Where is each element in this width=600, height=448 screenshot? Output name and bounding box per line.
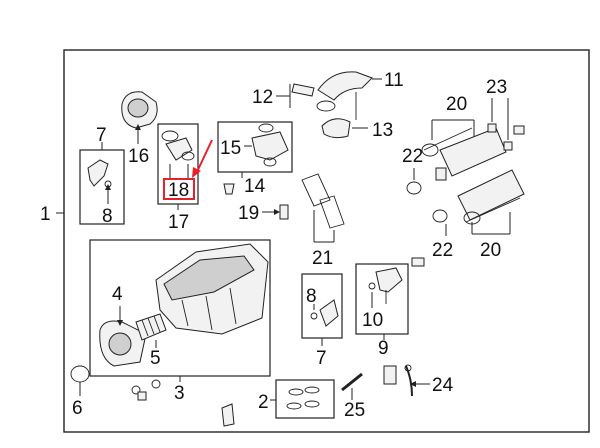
sensor-10-part xyxy=(375,267,403,293)
callout-23: 23 xyxy=(486,77,507,98)
tube-top-part xyxy=(423,127,473,151)
callout-5: 5 xyxy=(150,348,161,369)
callout-3: 3 xyxy=(174,383,185,404)
washer-a xyxy=(131,385,141,395)
callout-22-top: 22 xyxy=(402,146,423,167)
arrow-19 xyxy=(274,209,280,215)
callout-14: 14 xyxy=(244,176,266,197)
hook-part xyxy=(405,365,413,397)
callout-10: 10 xyxy=(362,310,383,331)
cap-13-part xyxy=(321,118,351,139)
callout-11: 11 xyxy=(384,70,404,91)
oring-15a xyxy=(258,123,274,133)
gasket-12a xyxy=(291,83,315,97)
highlight-box-18 xyxy=(163,178,195,200)
supercharger-top xyxy=(163,255,255,301)
pulley-4-hub xyxy=(108,332,132,356)
cylinder-part xyxy=(383,365,397,385)
tool-25-part xyxy=(341,372,363,392)
arrow-16 xyxy=(135,124,141,130)
seal-2a xyxy=(288,388,304,396)
gasket-21b xyxy=(319,195,345,229)
callout-12: 12 xyxy=(252,87,273,108)
callout-17: 17 xyxy=(168,212,189,233)
tube-bottom-part xyxy=(465,197,521,223)
oring-10-part xyxy=(368,282,376,290)
gasket-18b xyxy=(165,137,193,161)
coupler-5-ribs xyxy=(141,315,161,337)
seal-2c xyxy=(286,402,302,410)
arrow-4 xyxy=(117,320,123,326)
callout-4: 4 xyxy=(112,284,123,305)
plug-b xyxy=(221,403,235,427)
gasket-21a xyxy=(301,173,331,207)
box-15 xyxy=(217,121,293,173)
callout-1: 1 xyxy=(40,204,51,225)
oring-6-part xyxy=(70,365,90,383)
oring-15b xyxy=(263,157,277,167)
intercooler-bottom-part xyxy=(457,169,525,221)
callout-24: 24 xyxy=(432,375,454,396)
bolt-23c xyxy=(513,125,525,135)
throttle-body-bore xyxy=(127,98,149,118)
oring-22-bottom xyxy=(432,209,448,223)
intercooler-top-part xyxy=(439,127,507,177)
callout-18: 18 xyxy=(168,180,189,201)
washer-b xyxy=(151,379,161,389)
plug-14-part xyxy=(223,183,235,195)
tube-top-end xyxy=(421,143,439,157)
fitting-bottom xyxy=(435,167,447,181)
arrow-8-left xyxy=(105,184,111,190)
callout-2: 2 xyxy=(258,392,269,413)
arrow-24 xyxy=(410,381,416,387)
bolt-23b xyxy=(503,141,513,151)
bolt-23a xyxy=(487,123,497,133)
gasket-18a xyxy=(161,130,179,142)
box-2 xyxy=(275,379,335,419)
valve-15-part xyxy=(251,131,289,161)
callout-25: 25 xyxy=(344,400,365,421)
callout-8-right: 8 xyxy=(306,286,317,307)
callout-19: 19 xyxy=(238,203,259,224)
bolt-lower-right xyxy=(411,257,425,267)
callout-22-bottom: 22 xyxy=(432,240,453,261)
highlight-arrow-line xyxy=(195,139,213,175)
bolt-19-part xyxy=(279,204,289,220)
oring-right-part xyxy=(310,312,318,320)
plug-a xyxy=(137,391,147,401)
gasket-18c xyxy=(181,151,195,161)
callout-6: 6 xyxy=(72,398,83,419)
sensor-right-part xyxy=(319,299,339,327)
callout-7-left: 7 xyxy=(96,125,107,146)
highlight-arrow-head xyxy=(192,167,201,178)
main-frame xyxy=(63,49,590,433)
callout-16: 16 xyxy=(128,146,149,167)
callout-15: 15 xyxy=(220,138,241,159)
callout-13: 13 xyxy=(372,120,393,141)
callout-7-right: 7 xyxy=(316,348,327,369)
callout-9: 9 xyxy=(378,338,389,359)
seal-2b xyxy=(304,386,320,394)
oring-22-top xyxy=(406,181,422,195)
callout-8-left: 8 xyxy=(102,206,113,227)
sensor-left-part xyxy=(87,159,109,187)
hook-eye xyxy=(404,364,412,372)
callout-20-top: 20 xyxy=(446,94,467,115)
supercharger-ribs xyxy=(181,287,237,331)
seal-2d xyxy=(304,400,320,408)
pipe-11-part xyxy=(317,71,373,101)
box-9 xyxy=(355,263,409,335)
callout-20-bottom: 20 xyxy=(480,240,501,261)
oring-12b xyxy=(316,100,336,112)
callout-21: 21 xyxy=(312,248,333,269)
